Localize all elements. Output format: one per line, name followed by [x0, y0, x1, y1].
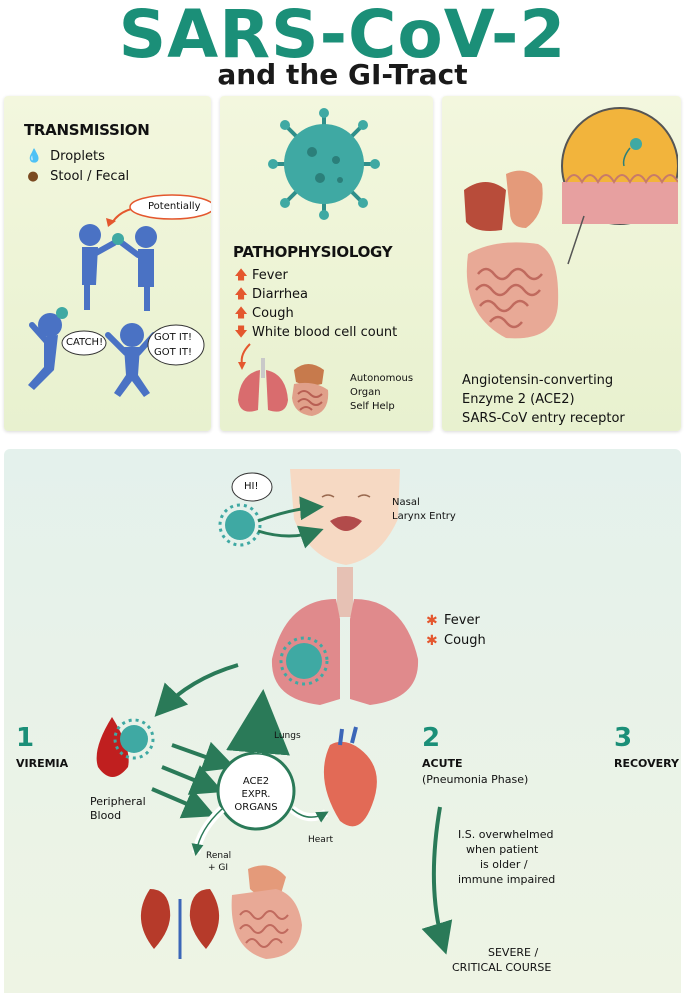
entry-label-1: Nasal: [392, 497, 420, 508]
stage-1-label: VIREMIA: [16, 757, 69, 770]
arrow-up-icon: 🡅: [234, 287, 248, 302]
center-label-2: EXPR.: [241, 789, 271, 800]
symptom-diarrhea: 🡅Diarrhea: [234, 285, 308, 307]
symptom-cough: 🡅Cough: [234, 304, 293, 326]
transmission-heading: TRANSMISSION: [24, 121, 150, 139]
transmission-item-droplets: 💧 Droplets: [26, 149, 105, 164]
center-label-3: ORGANS: [234, 802, 278, 813]
entry-label-2: Larynx Entry: [392, 511, 456, 522]
stage-1-number: 1: [16, 723, 35, 753]
is-note-2: when patient: [466, 843, 539, 856]
arrow-heart-label: Heart: [308, 835, 334, 845]
gi-tract-illustration: [464, 107, 678, 339]
is-note-4: immune impaired: [458, 873, 556, 886]
organ-label-2: Organ: [350, 387, 381, 398]
pathophysiology-heading: PATHOPHYSIOLOGY: [233, 243, 393, 261]
severe-label-2: CRITICAL COURSE: [452, 961, 552, 974]
svg-text:✱: ✱: [426, 613, 438, 629]
arrow-renal-label-2: + GI: [208, 863, 229, 873]
arrow-down-icon: 🡇: [234, 325, 248, 340]
stage-2-number: 2: [422, 723, 441, 753]
arrow-up-icon: 🡅: [234, 306, 248, 321]
is-note-3: is older /: [480, 858, 528, 871]
ace2-line-3: SARS-CoV entry receptor: [462, 411, 625, 426]
bubble-hi: HI!: [244, 481, 259, 492]
stage-3-number: 3: [614, 723, 633, 753]
peripheral-label-1: Peripheral: [90, 795, 146, 808]
severe-label-1: SEVERE /: [488, 946, 539, 959]
bubble-gotit-1: GOT IT!: [154, 332, 192, 343]
stool-icon: ●: [27, 169, 39, 184]
bubble-catch: CATCH!: [66, 337, 104, 348]
ace2-line-1: Angiotensin-converting: [462, 373, 614, 388]
arrow-renal-label-1: Renal: [206, 851, 232, 861]
is-note-1: I.S. overwhelmed: [458, 828, 554, 841]
symptom-fever: 🡅Fever: [234, 266, 288, 288]
lung-symptom-cough: Cough: [444, 633, 486, 648]
symptom-wbc: 🡇White blood cell count: [234, 323, 397, 345]
page-title: SARS-CoV-2: [118, 0, 567, 73]
ace2-line-2: Enzyme 2 (ACE2): [462, 392, 575, 407]
organ-label-3: Self Help: [350, 401, 395, 412]
bubble-potentially: Potentially: [148, 201, 201, 212]
center-label-1: ACE2: [242, 776, 270, 787]
svg-text:✱: ✱: [426, 633, 438, 649]
stage-2-sub: (Pneumonia Phase): [422, 773, 529, 786]
disease-course-illustration: ✱ ✱: [96, 469, 453, 959]
page-subtitle: and the GI-Tract: [217, 58, 468, 91]
bubble-gotit-2: GOT IT!: [154, 347, 192, 358]
transmission-item-stool: ● Stool / Fecal: [27, 169, 130, 184]
arrow-lungs-label: Lungs: [274, 731, 301, 741]
lung-symptom-fever: Fever: [444, 613, 480, 628]
transmission-illustration: [28, 194, 211, 397]
stage-3-label: RECOVERY: [614, 757, 679, 770]
peripheral-label-2: Blood: [90, 809, 122, 822]
organs-illustration: [238, 343, 329, 416]
droplets-icon: 💧: [26, 149, 43, 164]
organ-label-1: Autonomous: [350, 373, 414, 384]
stage-2-label: ACUTE: [422, 757, 463, 770]
virus-icon: [268, 108, 380, 220]
arrow-up-icon: 🡅: [234, 268, 248, 283]
